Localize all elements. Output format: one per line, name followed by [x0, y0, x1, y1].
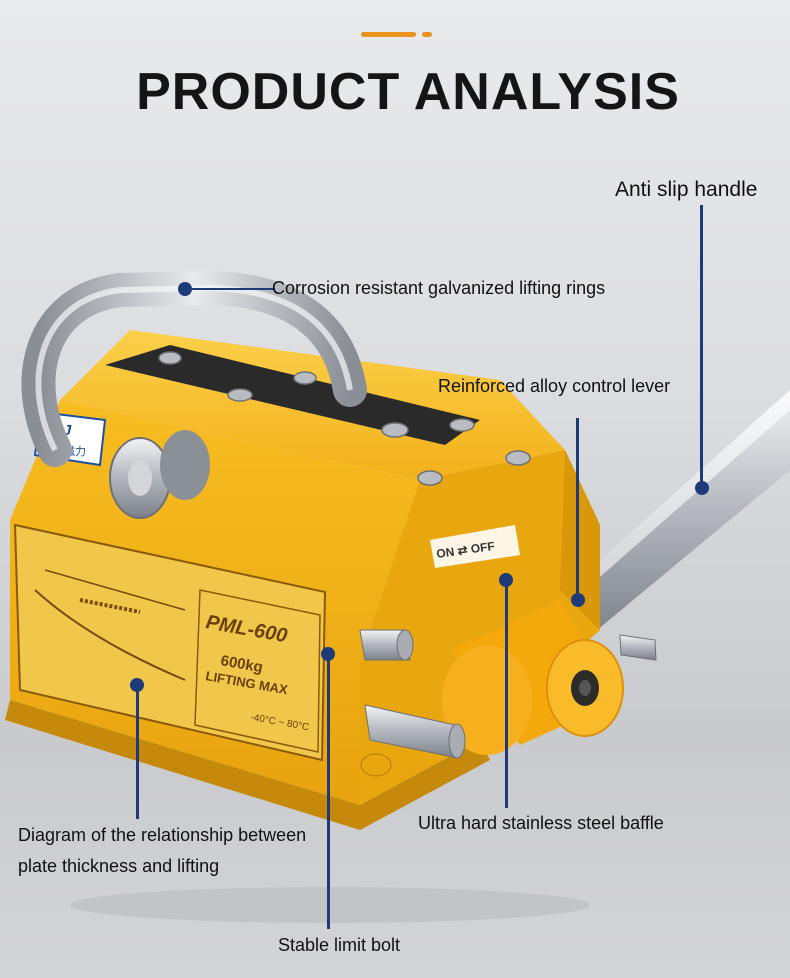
title-decoration-bar: [361, 32, 416, 37]
leader-anti-slip-handle: [700, 205, 703, 490]
marker-diagram: [130, 678, 144, 692]
label-control-lever: Reinforced alloy control lever: [438, 376, 671, 396]
top-bolts: [158, 351, 531, 486]
label-diagram-line2: plate thickness and lifting: [18, 856, 220, 876]
leader-lifting-rings: [185, 288, 275, 290]
magnet-side-face: [360, 450, 600, 805]
marker-lifting-rings: [178, 282, 192, 296]
limit-bolts: [359, 629, 657, 777]
floor-shadow: [70, 887, 590, 923]
title-decoration-dot: [422, 32, 432, 37]
label-limit-bolt: Stable limit bolt: [278, 935, 401, 955]
steel-baffle-knob: [442, 600, 624, 755]
marker-anti-slip-handle: [695, 481, 709, 495]
label-anti-slip-handle: Anti slip handle: [615, 178, 758, 201]
control-lever: [555, 390, 790, 640]
leader-control-lever: [576, 418, 579, 598]
marker-control-lever: [571, 593, 585, 607]
marker-limit-bolt: [321, 647, 335, 661]
lifting-ring: [21, 270, 367, 519]
label-lifting-rings: Corrosion resistant galvanized lifting r…: [272, 278, 606, 298]
page-title: PRODUCT ANALYSIS: [136, 63, 680, 121]
on-off-label: ON ⇄ OFF: [430, 525, 520, 568]
marker-steel-baffle: [499, 573, 513, 587]
label-diagram-line1: Diagram of the relationship between: [18, 825, 307, 845]
label-steel-baffle: Ultra hard stainless steel baffle: [418, 813, 664, 833]
top-nameplate: [105, 345, 480, 445]
leader-limit-bolt: [327, 654, 330, 929]
leader-diagram: [136, 684, 139, 819]
leader-steel-baffle: [505, 580, 508, 808]
